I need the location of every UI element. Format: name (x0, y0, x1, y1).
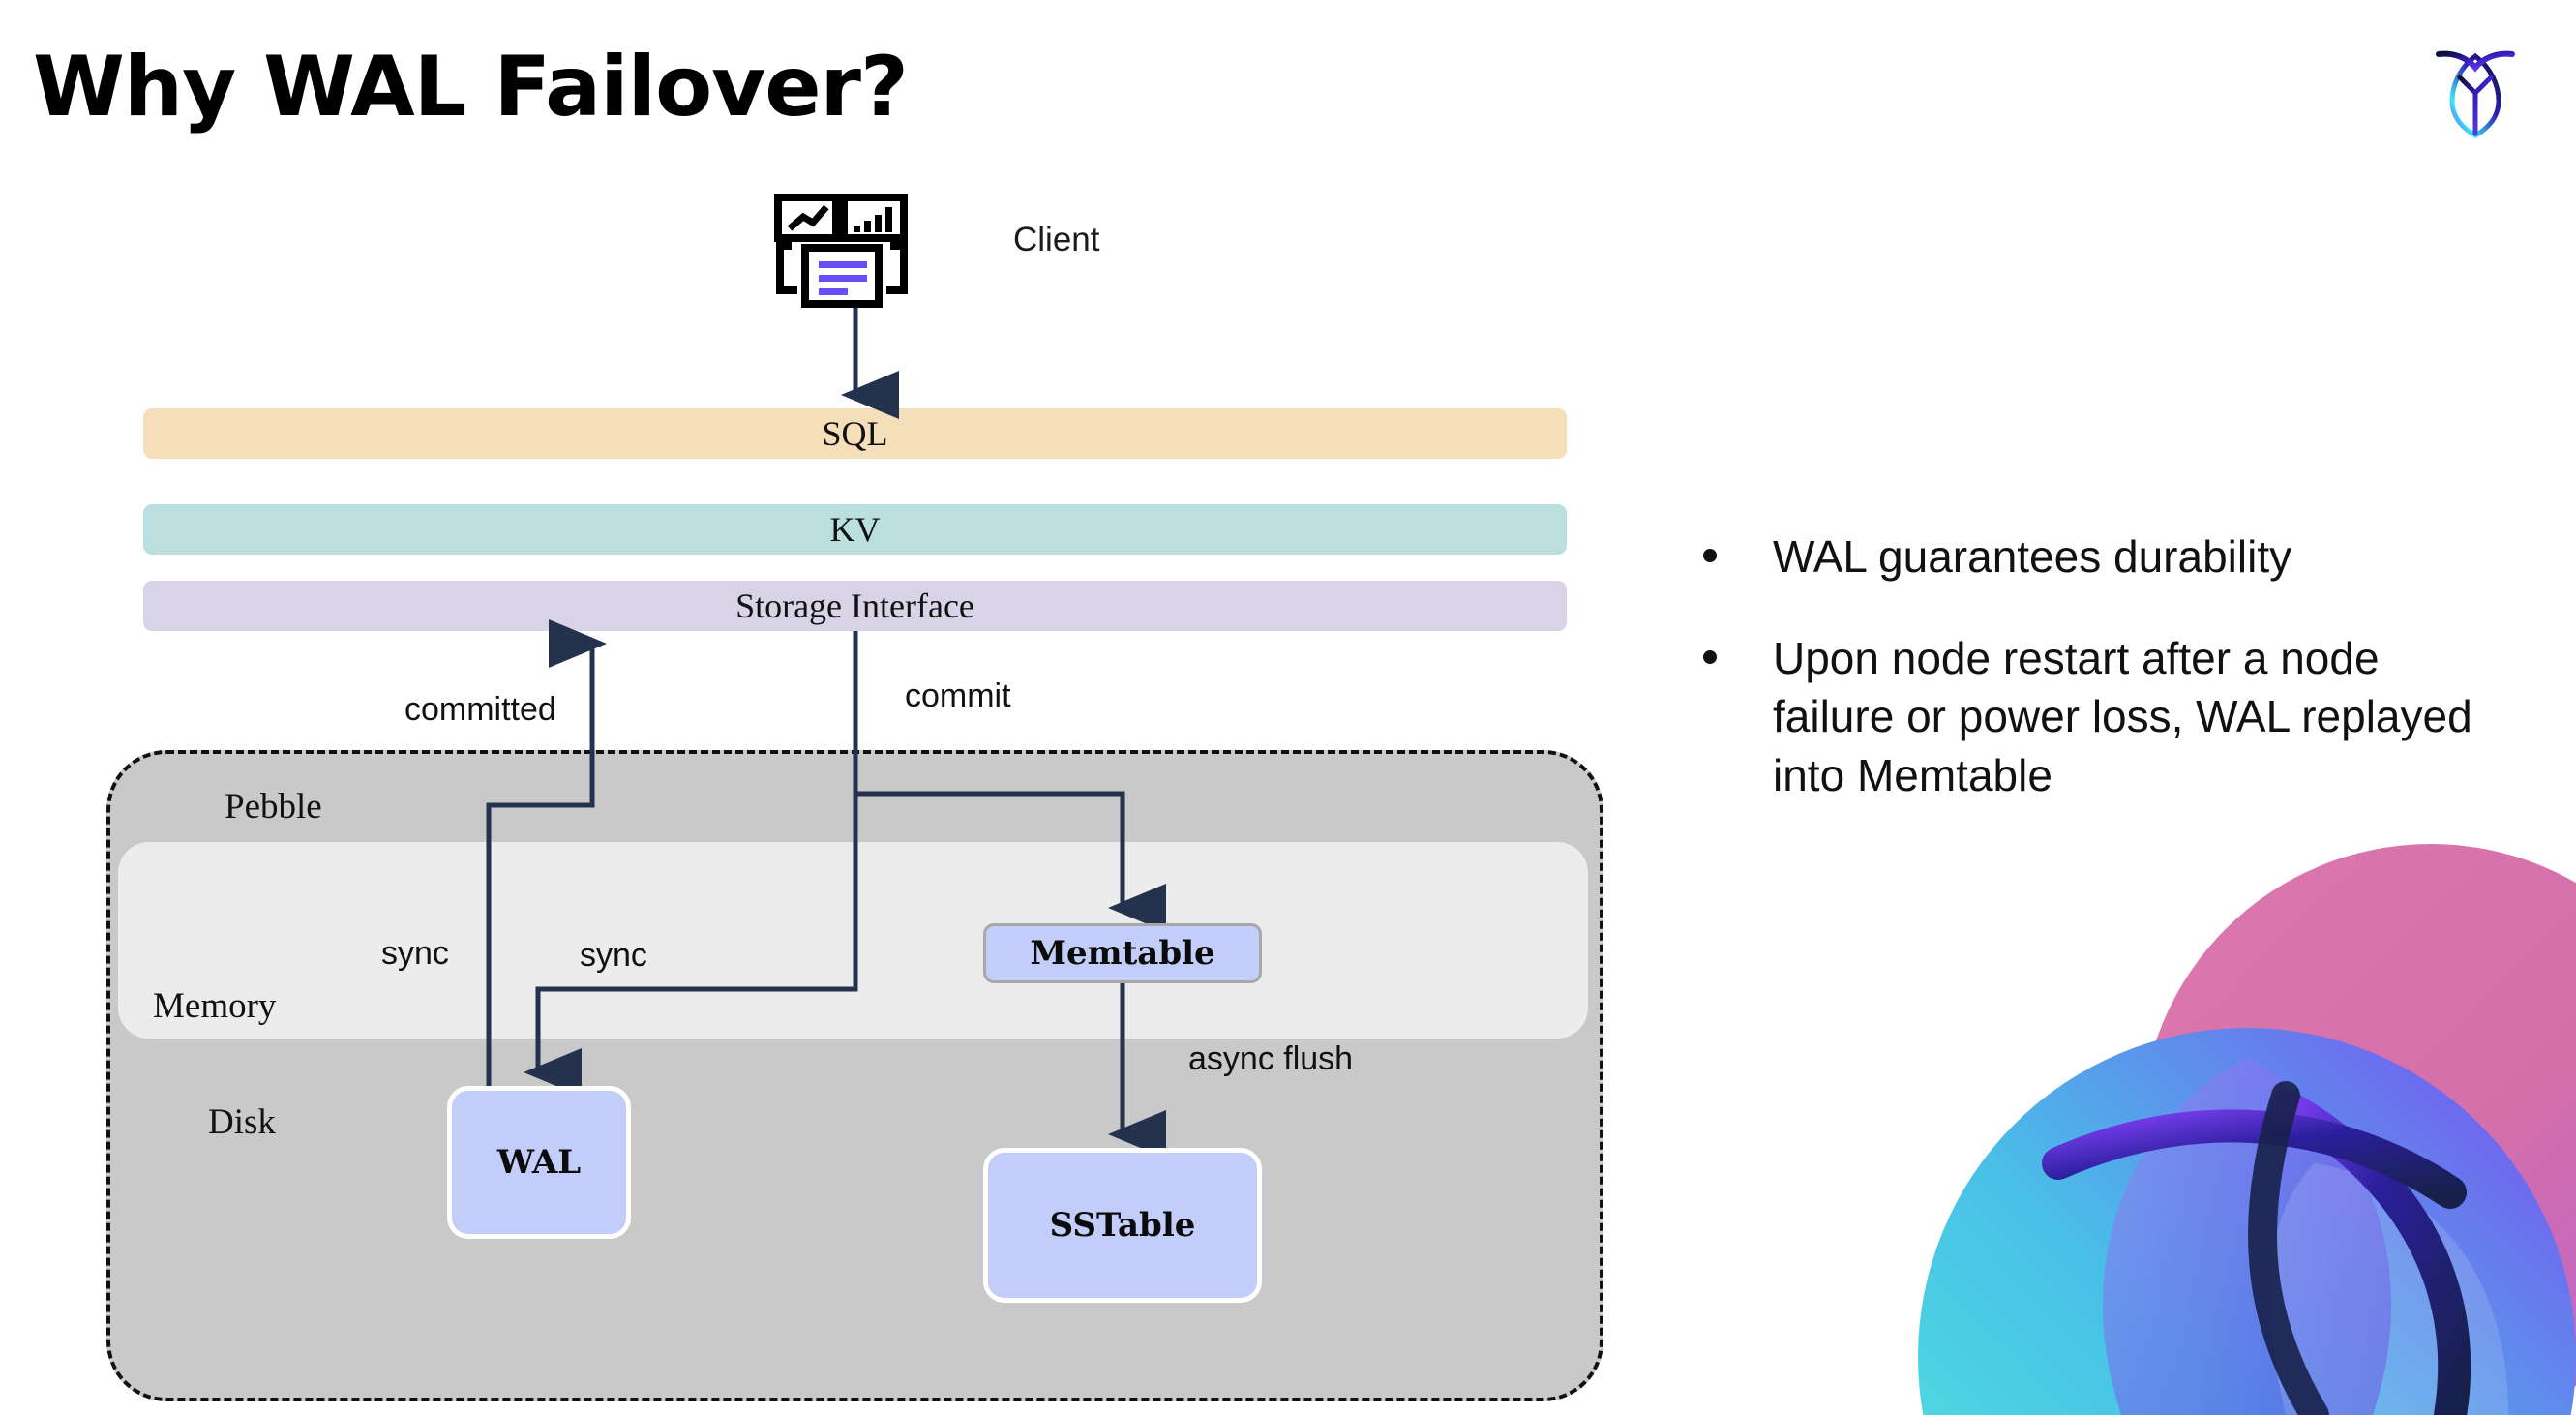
list-item: Upon node restart after a node failure o… (1703, 629, 2497, 805)
edge-label-async-flush: async flush (1188, 1040, 1354, 1077)
node-wal: WAL (447, 1086, 631, 1239)
node-sstable-label: SSTable (1049, 1206, 1196, 1245)
list-item: WAL guarantees durability (1703, 527, 2497, 587)
bullet-dot-icon (1703, 549, 1717, 562)
node-sstable: SSTable (983, 1148, 1262, 1303)
node-wal-label: WAL (496, 1143, 582, 1182)
node-memtable: Memtable (983, 923, 1262, 983)
edge-label-sync-left: sync (381, 935, 449, 972)
disk-label: Disk (208, 1102, 276, 1142)
layer-bar-kv-label: KV (829, 510, 881, 549)
layer-bar-storage-interface-label: Storage Interface (735, 587, 974, 625)
cockroachdb-logo (2417, 29, 2533, 145)
bullet-dot-icon (1703, 649, 1717, 664)
layer-bar-storage-interface: Storage Interface (143, 581, 1567, 631)
edge-label-committed: committed (404, 691, 556, 728)
node-memtable-label: Memtable (1030, 934, 1215, 973)
client-monitor-icon (774, 194, 929, 310)
bullet-list: WAL guarantees durability Upon node rest… (1703, 527, 2497, 848)
edge-label-sync-right: sync (580, 937, 647, 974)
memory-region (118, 842, 1588, 1039)
layer-bar-sql: SQL (143, 408, 1567, 459)
pebble-label: Pebble (225, 787, 322, 827)
layer-bar-kv: KV (143, 504, 1567, 555)
decorative-corner-logo (1831, 815, 2576, 1415)
edge-label-commit: commit (905, 677, 1011, 714)
client-label: Client (1013, 221, 1100, 258)
bullet-text: WAL guarantees durability (1773, 531, 2292, 582)
memory-label: Memory (153, 986, 277, 1026)
layer-bar-sql-label: SQL (822, 414, 888, 453)
bullet-text: Upon node restart after a node failure o… (1773, 632, 2472, 801)
page-title: Why WAL Failover? (33, 39, 909, 135)
